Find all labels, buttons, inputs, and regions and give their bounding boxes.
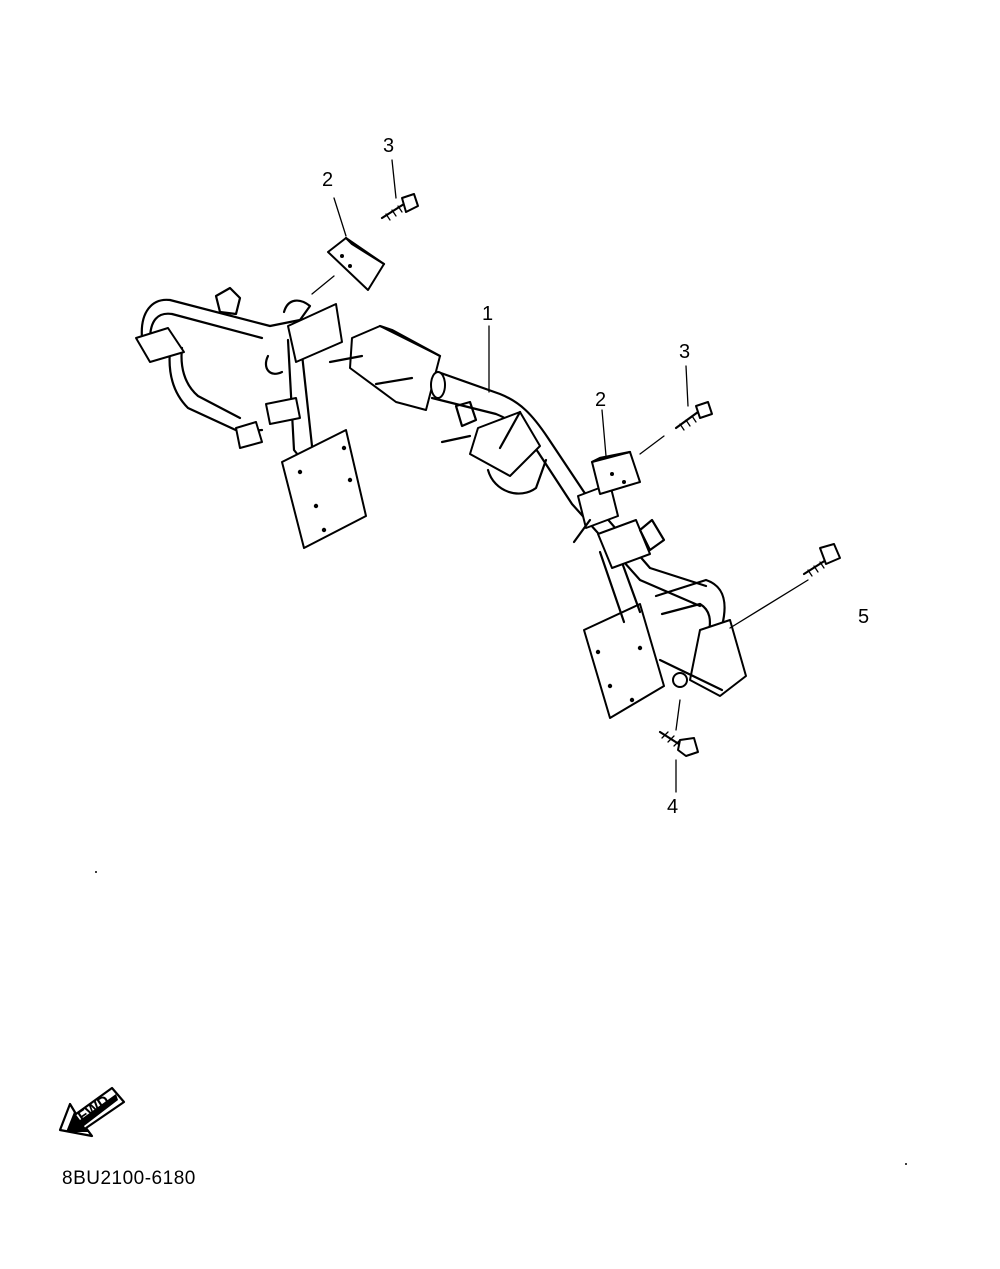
left-lower-arm-inner: [180, 346, 242, 420]
center-side-tab: [454, 400, 478, 428]
leader-5: [729, 579, 809, 629]
left-post-outer: [282, 299, 312, 322]
center-saddle-fold: [498, 410, 522, 450]
right-top-tab: [638, 518, 666, 552]
callout-1: 1: [482, 303, 494, 325]
leader-2a: [333, 197, 347, 237]
damper-block-upper-left: [327, 236, 386, 291]
left-bracket-block: [135, 327, 185, 363]
frame-assembly: [135, 286, 747, 719]
right-nut: [672, 672, 688, 688]
left-mount-plate: [281, 429, 367, 549]
right-stud: [572, 518, 592, 544]
leader-2a-b: [311, 275, 335, 295]
callout-3-right: 3: [679, 341, 691, 363]
leader-2b-b: [639, 435, 665, 455]
left-upper-bracket: [287, 303, 343, 363]
center-box-edge: [378, 324, 442, 358]
screw-upper-left: [380, 193, 419, 221]
right-rear-bracket: [689, 619, 747, 697]
callout-4: 4: [667, 796, 679, 818]
leader-4b: [675, 699, 681, 731]
center-box: [349, 325, 441, 411]
center-stud: [440, 434, 472, 444]
left-top-tab: [214, 286, 242, 316]
bolt-right: [802, 543, 841, 577]
left-hook: [264, 354, 284, 375]
leader-3b: [685, 365, 689, 407]
leader-2b: [601, 409, 607, 457]
right-post-a: [598, 550, 626, 624]
callout-2-upper: 2: [322, 169, 334, 191]
left-loop-outer: [140, 298, 302, 340]
main-tube-bottom: [430, 396, 702, 608]
main-tube-top: [436, 370, 708, 588]
main-tube-end: [430, 371, 446, 399]
leader-3a: [391, 159, 397, 199]
leader-lines: [311, 159, 809, 793]
left-lower-arm: [168, 348, 264, 434]
right-lower-rail: [658, 658, 724, 692]
callout-5: 5: [858, 606, 870, 628]
center-lower-loop: [486, 458, 548, 495]
diagram-part-code: 8BU2100-6180: [62, 1168, 196, 1189]
left-clip: [235, 421, 263, 449]
screw-right: [674, 401, 713, 431]
callout-3-upper: 3: [383, 135, 395, 157]
callout-2-right: 2: [595, 389, 607, 411]
bolt-lower: [658, 730, 699, 757]
left-post-bracket: [265, 397, 301, 425]
damper-block-right: [590, 450, 641, 495]
forward-arrow-icon: FWD: [58, 1086, 126, 1138]
center-stud-b: [374, 376, 414, 386]
center-stud-a: [328, 354, 364, 364]
center-saddle: [469, 411, 541, 477]
right-mid-bracket: [597, 519, 651, 569]
